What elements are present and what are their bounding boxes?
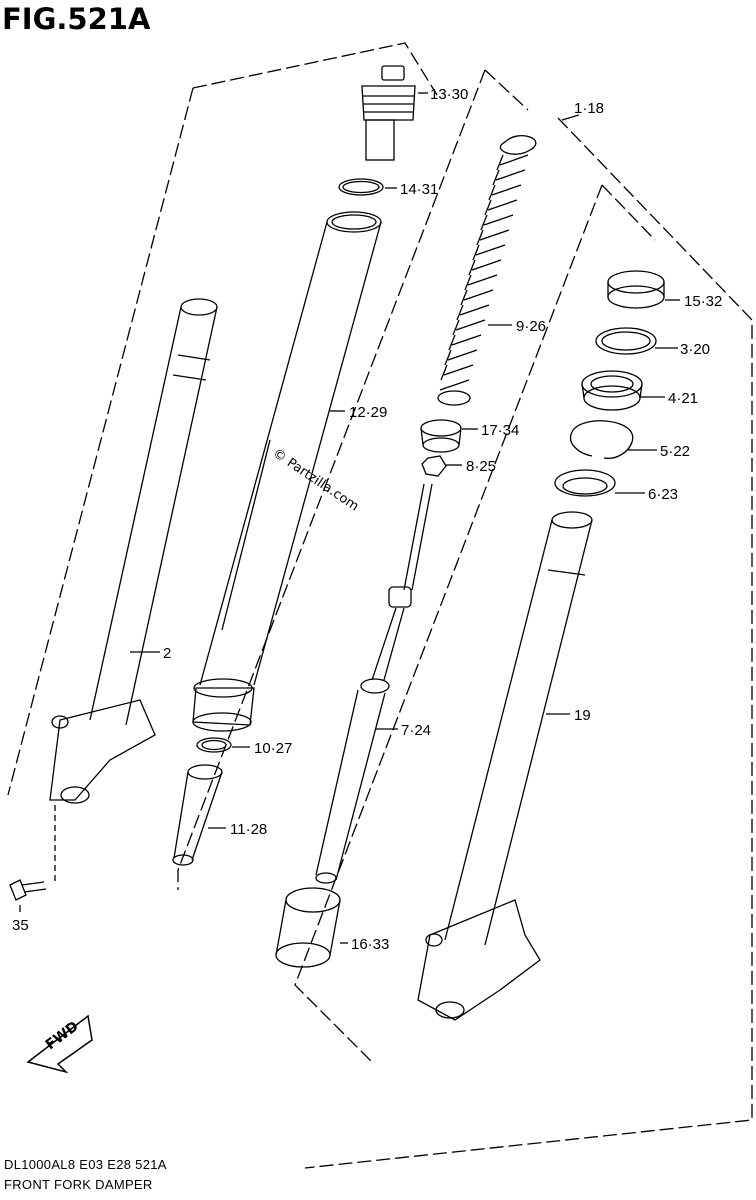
callout-4-21: 4·21 [668,390,698,407]
callout-14-31: 14·31 [400,181,438,198]
callout-6-23: 6·23 [648,486,678,503]
callout-3-20: 3·20 [680,341,710,358]
part-oil-seal-4 [581,370,643,411]
part-clip-5 [569,420,634,460]
outer-boundary-right [304,117,753,1169]
callout-35: 35 [12,917,29,934]
part-spacer-17 [420,419,462,453]
footer-model-code: DL1000AL8 E03 E28 521A [4,1157,167,1172]
callout-9-26: 9·26 [516,318,546,335]
callout-17-34: 17·34 [481,422,519,439]
callout-5-22: 5·22 [660,443,690,460]
part-bush-10 [196,737,232,753]
inner-boundary-spring [484,69,529,111]
part-damper-rod [315,483,433,884]
figure-title: FIG.521A [2,2,151,36]
callout-16-33: 16·33 [351,936,389,953]
callout-13-30: 13·30 [430,86,468,103]
inner-boundary-spring-left [177,69,486,890]
watermark: © Partzilla.com [270,446,362,515]
callout-10-27: 10·27 [254,740,292,757]
part-stopper-ring-3 [595,327,657,355]
part-dust-seal-15 [607,270,665,309]
callout-7-24: 7·24 [401,722,431,739]
part-inner-tube-left [49,298,218,804]
callout-2: 2 [163,645,171,662]
outer-boundary-left [7,87,194,796]
part-nut-8 [421,455,447,477]
footer-assembly-name: FRONT FORK DAMPER [4,1177,153,1192]
callout-19: 19 [574,707,591,724]
callout-1-18: 1·18 [574,100,604,117]
inner-boundary-right-fork-left [294,184,603,1063]
callout-15-32: 15·32 [684,293,722,310]
part-spring [437,134,537,406]
fwd-arrow-icon: FWD [26,1014,93,1074]
part-cap-bolt [361,65,416,161]
part-guide-11 [172,764,223,866]
part-bolt-35 [9,879,47,901]
callout-12-29: 12·29 [349,404,387,421]
part-o-ring-14 [338,178,384,196]
inner-boundary-right-fork [601,184,656,241]
part-washer-6 [554,469,616,497]
part-outer-tube [192,211,382,732]
callout-8-25: 8·25 [466,458,496,475]
callout-11-28: 11·28 [230,821,267,838]
part-inner-tube-right [417,511,593,1021]
outer-boundary [192,42,438,96]
part-oil-lock-16 [275,887,341,968]
